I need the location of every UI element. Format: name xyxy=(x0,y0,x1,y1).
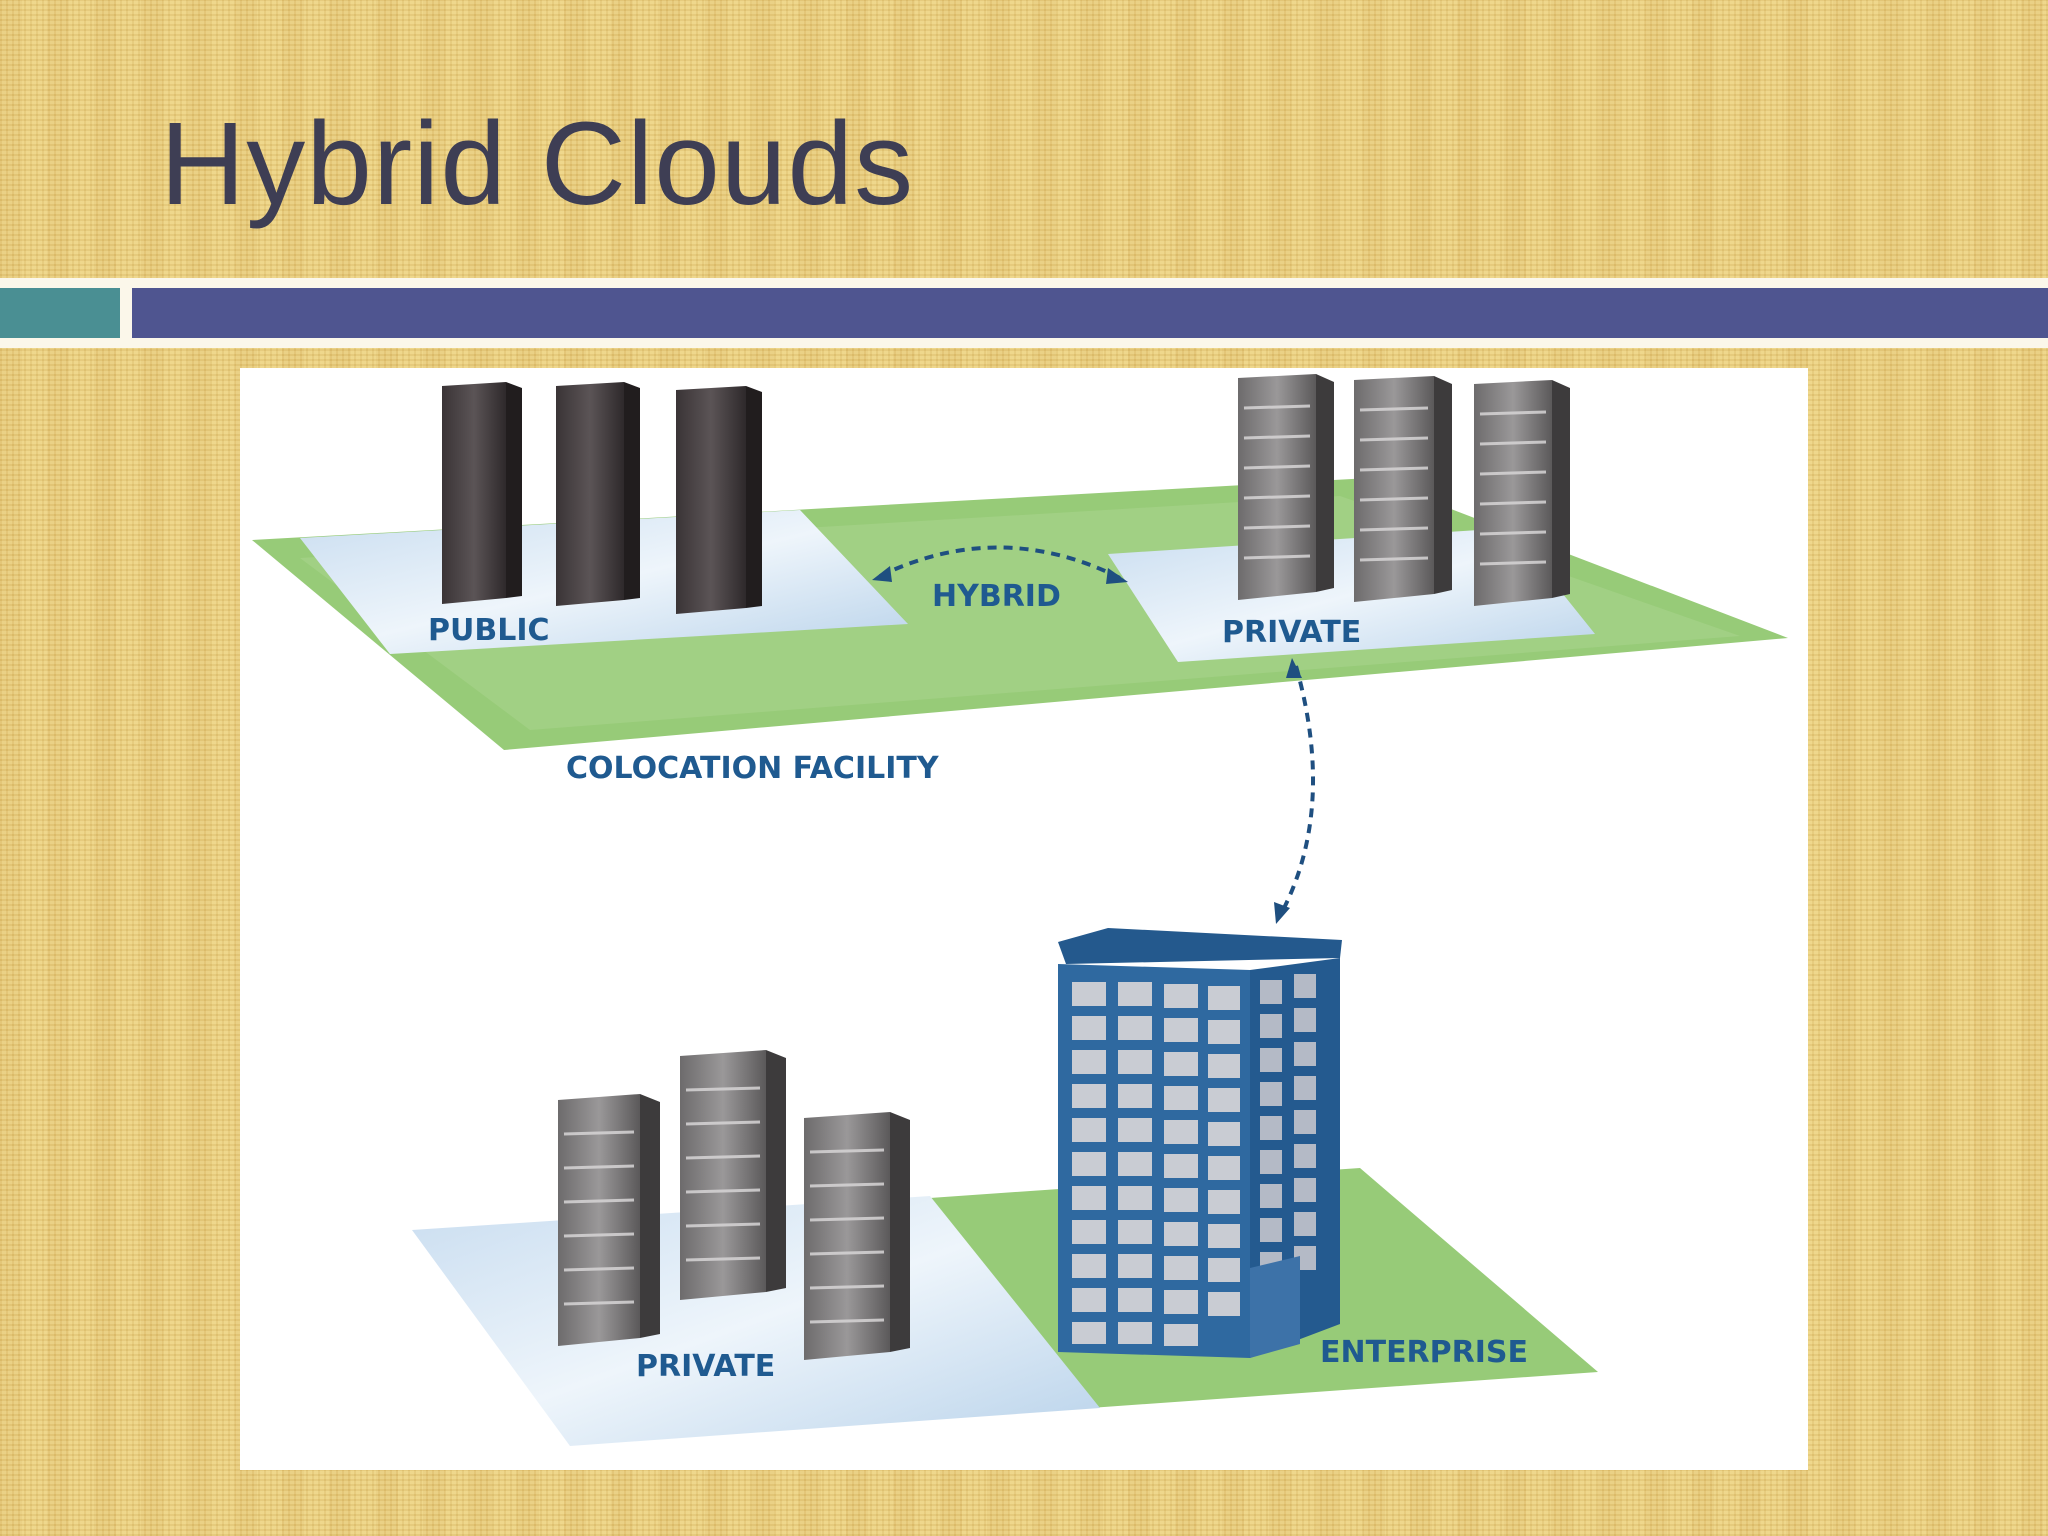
label-hybrid: HYBRID xyxy=(932,579,1061,614)
enterprise-link-arrow xyxy=(1280,665,1316,913)
private-server-racks-bottom xyxy=(558,1050,910,1360)
private-server-racks-top xyxy=(1238,374,1570,606)
hybrid-link-arrow xyxy=(879,545,1121,580)
label-colocation-facility: COLOCATION FACILITY xyxy=(566,751,940,786)
label-private-bottom: PRIVATE xyxy=(636,1349,775,1384)
enterprise-arrowhead-bottom xyxy=(1274,902,1290,924)
hybrid-cloud-diagram: PUBLIC HYBRID PRIVATE COLOCATION FACILIT… xyxy=(240,368,1808,1470)
label-enterprise: ENTERPRISE xyxy=(1320,1335,1528,1370)
label-private-top: PRIVATE xyxy=(1222,615,1361,650)
title-rule-teal-block xyxy=(0,288,120,338)
hybrid-arrowhead-right xyxy=(1106,568,1128,584)
public-server-racks xyxy=(442,382,762,614)
enterprise-arrowhead-top xyxy=(1286,658,1302,678)
diagram-canvas: PUBLIC HYBRID PRIVATE COLOCATION FACILIT… xyxy=(252,374,1788,1446)
hybrid-arrowhead-left xyxy=(872,566,892,582)
title-rule-blue-bar xyxy=(132,288,2048,338)
private-cloud-pad-top xyxy=(1108,528,1595,662)
building-entrance xyxy=(1250,1256,1300,1358)
label-public: PUBLIC xyxy=(428,613,550,648)
slide-title: Hybrid Clouds xyxy=(160,98,915,230)
enterprise-building xyxy=(1058,928,1342,1358)
